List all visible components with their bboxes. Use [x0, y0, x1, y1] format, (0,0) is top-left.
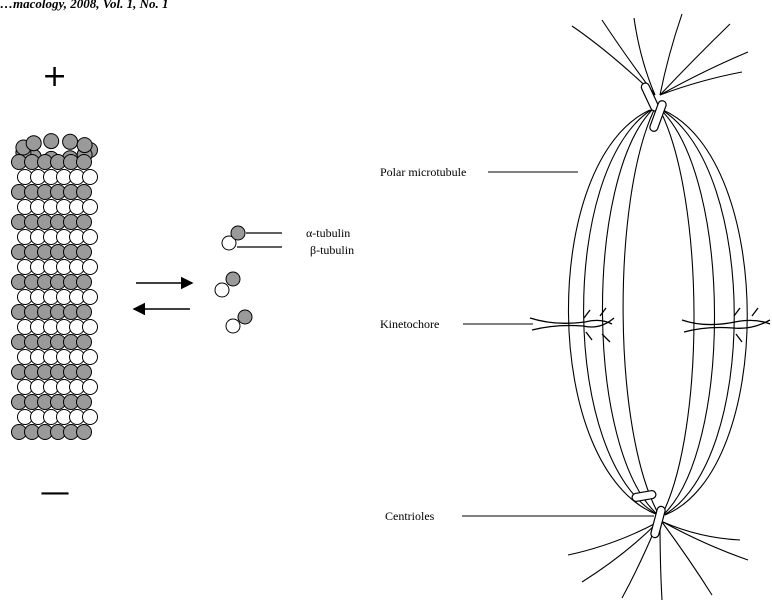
polar-microtubule-label: Polar microtubule [380, 165, 466, 179]
beta-tubulin-label: β-tubulin [310, 243, 354, 257]
tubulin-subunit [77, 365, 92, 380]
chromosome-left [530, 308, 614, 342]
tubulin-subunit [83, 200, 98, 215]
upper-centriole-pair [640, 82, 667, 133]
tubulin-subunit [83, 260, 98, 275]
tubulin-subunit [77, 215, 92, 230]
centrioles-label: Centrioles [385, 509, 434, 523]
mitotic-spindle [462, 14, 770, 600]
tubulin-subunit [77, 425, 92, 440]
spindle-fibers [568, 110, 747, 515]
tubulin-subunit [63, 134, 78, 149]
tubulin-subunit [77, 155, 92, 170]
tubulin-subunit [83, 320, 98, 335]
tubulin-subunit [77, 275, 92, 290]
tubulin-subunit [77, 335, 92, 350]
tubulin-subunit [77, 138, 92, 153]
tubulin-subunit [26, 136, 41, 151]
upper-aster [572, 14, 748, 95]
tubulin-subunit [83, 170, 98, 185]
tubulin-subunit [77, 305, 92, 320]
tubulin-subunit [77, 245, 92, 260]
tubulin-subunit [83, 290, 98, 305]
kinetochore-label: Kinetochore [380, 317, 439, 331]
tubulin-subunit [83, 230, 98, 245]
tubulin-subunit [83, 410, 98, 425]
tubulin-subunit [44, 134, 59, 149]
tubulin-subunit [83, 380, 98, 395]
tubulin-subunit [83, 350, 98, 365]
alpha-tubulin-label: α-tubulin [306, 226, 350, 240]
tubulin-dimer [215, 272, 240, 297]
tubulin-subunit [77, 185, 92, 200]
chromosome-right [682, 308, 770, 342]
tubulin-dimer [226, 310, 252, 333]
tubulin-subunit [77, 395, 92, 410]
microtubule-cylinder [12, 134, 98, 440]
